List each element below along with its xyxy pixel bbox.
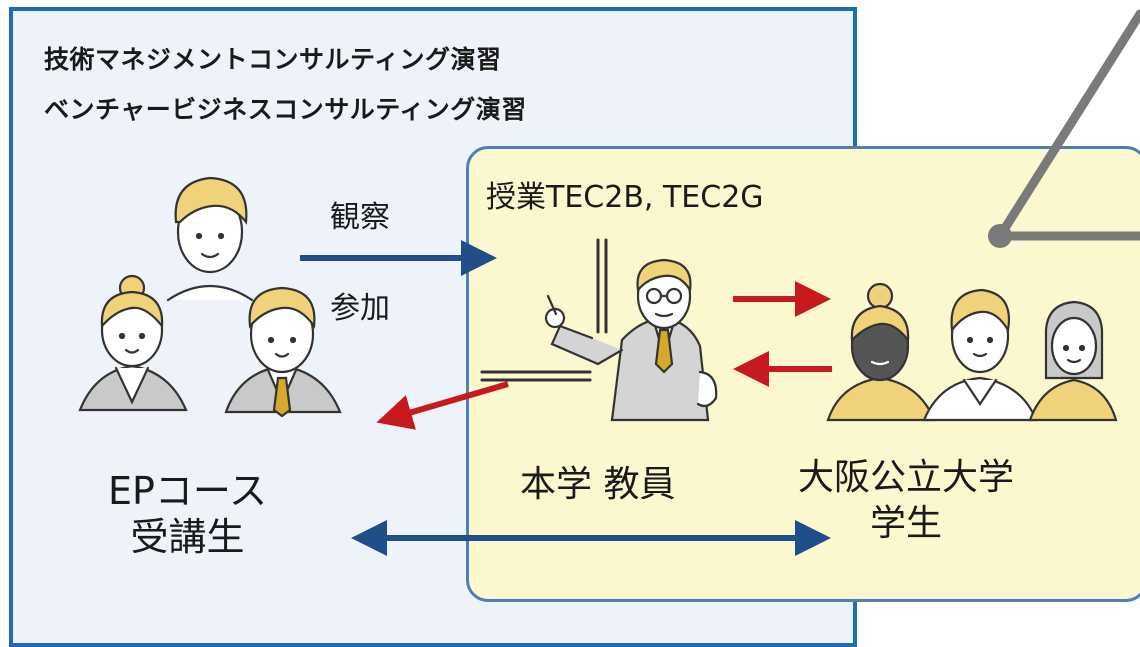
exercise-title-2: ベンチャービジネスコンサルティング演習 [44,95,527,124]
university-students-label: 大阪公立大学 学生 [798,455,1014,547]
observe-label: 観察 [330,200,390,235]
ep-label-line1: EPコース [108,469,268,513]
ep-student-man-icon [224,286,342,418]
teacher-icon [480,238,718,422]
ep-label-line2: 受講生 [130,515,245,559]
ep-students-label: EPコース 受講生 [108,468,267,560]
pointer-callout [988,9,1140,248]
exercise-title-1: 技術マネジメントコンサルティング演習 [44,45,502,74]
university-students-icon [826,282,1118,422]
ep-student-top-icon [166,176,254,302]
participate-label: 参加 [330,291,390,326]
ep-student-woman-icon [78,274,188,412]
university-label-line1: 大阪公立大学 [798,457,1015,498]
teacher-to-ep-arrow [376,381,509,430]
course-code-label: 授業TEC2B, TEC2G [486,180,764,215]
teacher-label: 本学 教員 [520,464,676,505]
university-label-line2: 学生 [870,503,943,544]
diagram-graphics [78,9,1140,556]
